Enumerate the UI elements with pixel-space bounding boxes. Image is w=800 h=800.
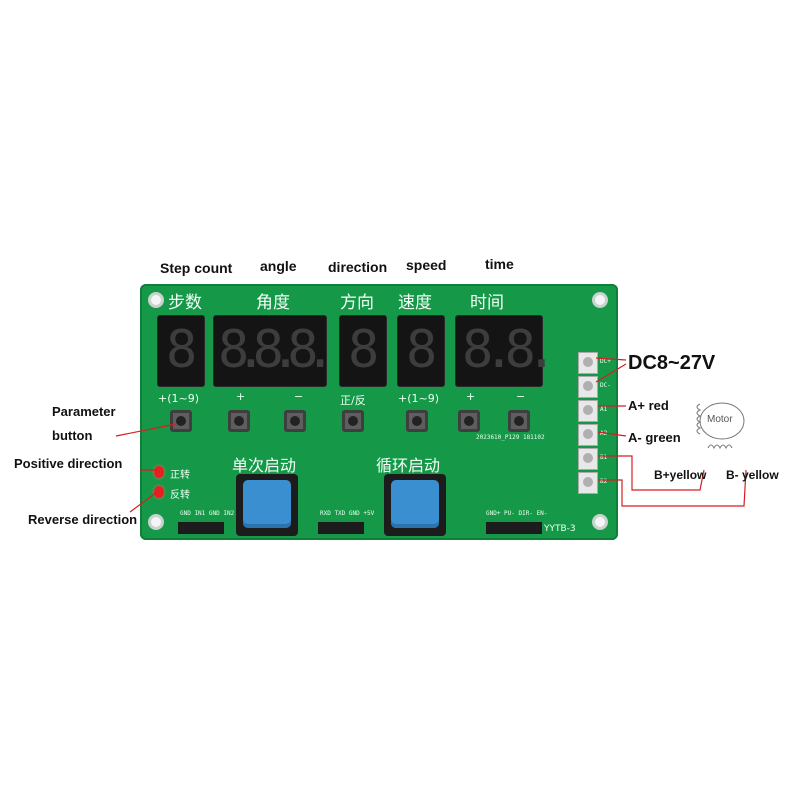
terminal-dc-plus <box>578 352 598 374</box>
display-time: 8.8. <box>456 316 557 386</box>
cn-angle-label: 角度 <box>256 293 290 313</box>
display-speed-digits: 8 <box>406 320 438 380</box>
motor-icon <box>699 402 745 440</box>
header-serial <box>318 522 364 534</box>
terminal-dc-plus-label: DC+ <box>600 358 611 365</box>
mount-hole-tr <box>592 292 608 308</box>
label-parameter-2: button <box>52 428 93 443</box>
led-reverse <box>154 486 164 498</box>
pcb-board: 步数 角度 方向 速度 时间 8 8.8.8. 8 8 8.8. +(1~9) … <box>140 284 618 540</box>
reverse-pointer-line <box>129 491 158 513</box>
single-start-button[interactable] <box>236 474 298 536</box>
label-a-minus: A- green <box>628 430 681 445</box>
b-plus-line <box>598 455 705 491</box>
direction-toggle-button[interactable] <box>342 410 364 432</box>
display-step: 8 <box>158 316 204 386</box>
pcb-code: 2023610_P129 181102 <box>476 434 545 441</box>
cn-single-start: 单次启动 <box>232 456 297 475</box>
label-reverse-direction: Reverse direction <box>28 512 138 527</box>
btn-label-5: +(1~9) <box>398 392 440 405</box>
dc-minus-line <box>595 363 627 383</box>
terminal-dc-minus-label: DC- <box>600 382 611 389</box>
terminal-b2 <box>578 472 598 494</box>
display-direction: 8 <box>340 316 386 386</box>
dc-plus-line <box>595 357 627 361</box>
motor-coil-b-icon <box>707 444 733 450</box>
cn-step-label: 步数 <box>168 293 202 313</box>
header-input-pins: GND IN1 GND IN2 <box>180 510 235 517</box>
terminal-b2-label: B2 <box>600 478 608 485</box>
label-b-plus: B+yellow <box>654 468 707 482</box>
display-step-digits: 8 <box>166 320 198 380</box>
btn-label-3: − <box>294 390 304 403</box>
display-angle: 8.8.8. <box>214 316 336 386</box>
cn-speed-label: 速度 <box>398 293 432 313</box>
single-start-cap <box>243 480 291 528</box>
motor-label: Motor <box>707 414 733 425</box>
mount-hole-bl <box>148 514 164 530</box>
header-driver <box>486 522 542 534</box>
btn-label-1: +(1~9) <box>158 392 200 405</box>
label-direction: direction <box>328 259 388 275</box>
param-pointer-line <box>115 423 177 437</box>
header-driver-pins: GND+ PU- DIR- EN- <box>486 510 548 517</box>
label-parameter-1: Parameter <box>52 404 116 419</box>
angle-plus-button[interactable] <box>228 410 250 432</box>
terminal-b1-label: B1 <box>600 454 608 461</box>
terminal-a2-label: A2 <box>600 430 608 437</box>
cn-cycle-start: 循环启动 <box>376 456 441 475</box>
cycle-start-button[interactable] <box>384 474 446 536</box>
label-b-minus: B- yellow <box>726 468 779 482</box>
terminal-a1-label: A1 <box>600 406 608 413</box>
display-angle-digits: 8.8.8. <box>218 320 336 380</box>
cn-time-label: 时间 <box>470 293 504 313</box>
label-step-count: Step count <box>160 260 233 276</box>
btn-label-2: + <box>236 390 246 403</box>
btn-label-4: 正/反 <box>340 394 366 407</box>
mount-hole-tl <box>148 292 164 308</box>
display-direction-digits: 8 <box>348 320 380 380</box>
led-forward <box>154 466 164 478</box>
model-label: YYTB-3 <box>544 524 576 534</box>
terminal-a2 <box>578 424 598 446</box>
motor-coil-a-icon <box>696 403 702 435</box>
cn-direction-label: 方向 <box>340 293 374 313</box>
header-input <box>178 522 224 534</box>
a-minus-line <box>597 431 627 437</box>
parameter-button-1[interactable] <box>170 410 192 432</box>
angle-minus-button[interactable] <box>284 410 306 432</box>
terminal-dc-minus <box>578 376 598 398</box>
time-minus-button[interactable] <box>508 410 530 432</box>
led-reverse-label: 反转 <box>170 490 190 501</box>
label-speed: speed <box>406 257 447 273</box>
label-angle: angle <box>260 258 297 274</box>
label-a-plus: A+ red <box>628 398 669 413</box>
mount-hole-br <box>592 514 608 530</box>
display-time-digits: 8.8. <box>462 320 557 380</box>
b-minus-line <box>598 469 747 507</box>
label-time: time <box>485 256 514 272</box>
terminal-a1 <box>578 400 598 422</box>
btn-label-6: + <box>466 390 476 403</box>
label-dc-voltage: DC8~27V <box>628 352 716 374</box>
display-speed: 8 <box>398 316 444 386</box>
speed-parameter-button[interactable] <box>406 410 428 432</box>
label-positive-direction: Positive direction <box>14 456 123 471</box>
cycle-start-cap <box>391 480 439 528</box>
time-plus-button[interactable] <box>458 410 480 432</box>
header-serial-pins: RXD TXD GND +5V <box>320 510 375 517</box>
terminal-b1 <box>578 448 598 470</box>
btn-label-7: − <box>516 390 526 403</box>
led-forward-label: 正转 <box>170 470 190 481</box>
